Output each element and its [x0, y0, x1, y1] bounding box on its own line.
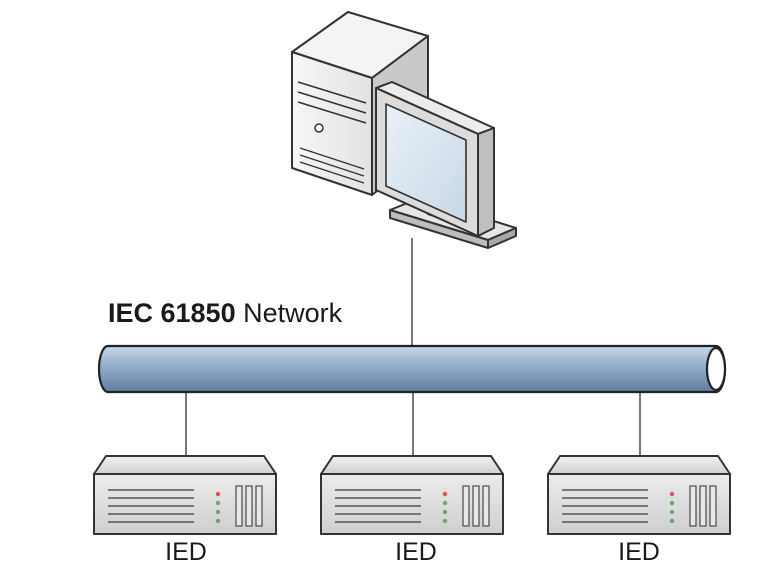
- ied-vent-slots: [335, 489, 421, 523]
- network-label: IEC 61850 Network: [108, 298, 342, 329]
- network-bus: [97, 344, 727, 394]
- monitor: [375, 81, 517, 249]
- ied-top-face: [93, 455, 277, 475]
- ied-status-leds: [215, 491, 221, 524]
- pipe-end-opening: [705, 346, 727, 392]
- ied-vent-slots: [562, 489, 648, 523]
- workstation-icon: [291, 11, 517, 249]
- ied-side-panel: [462, 485, 490, 527]
- ied-status-leds: [442, 491, 448, 524]
- network-label-rest: Network: [235, 298, 343, 328]
- ied-front-face: [547, 473, 731, 535]
- ied-front-face: [93, 473, 277, 535]
- ied-front-face: [320, 473, 504, 535]
- ied-top-face: [320, 455, 504, 475]
- ied-top-face: [547, 455, 731, 475]
- ied-status-leds: [669, 491, 675, 524]
- ied-device-icon: [93, 455, 277, 535]
- ied-label: IED: [395, 538, 437, 566]
- ied-label: IED: [165, 538, 207, 566]
- ied-side-panel: [689, 485, 717, 527]
- ied-vent-slots: [108, 489, 194, 523]
- ied-device-icon: [547, 455, 731, 535]
- ied-side-panel: [235, 485, 263, 527]
- ied-label: IED: [618, 538, 660, 566]
- tower-case: [291, 11, 429, 196]
- network-label-bold: IEC 61850: [108, 298, 236, 328]
- connector-lines: [185, 238, 641, 456]
- ied-device-icon: [320, 455, 504, 535]
